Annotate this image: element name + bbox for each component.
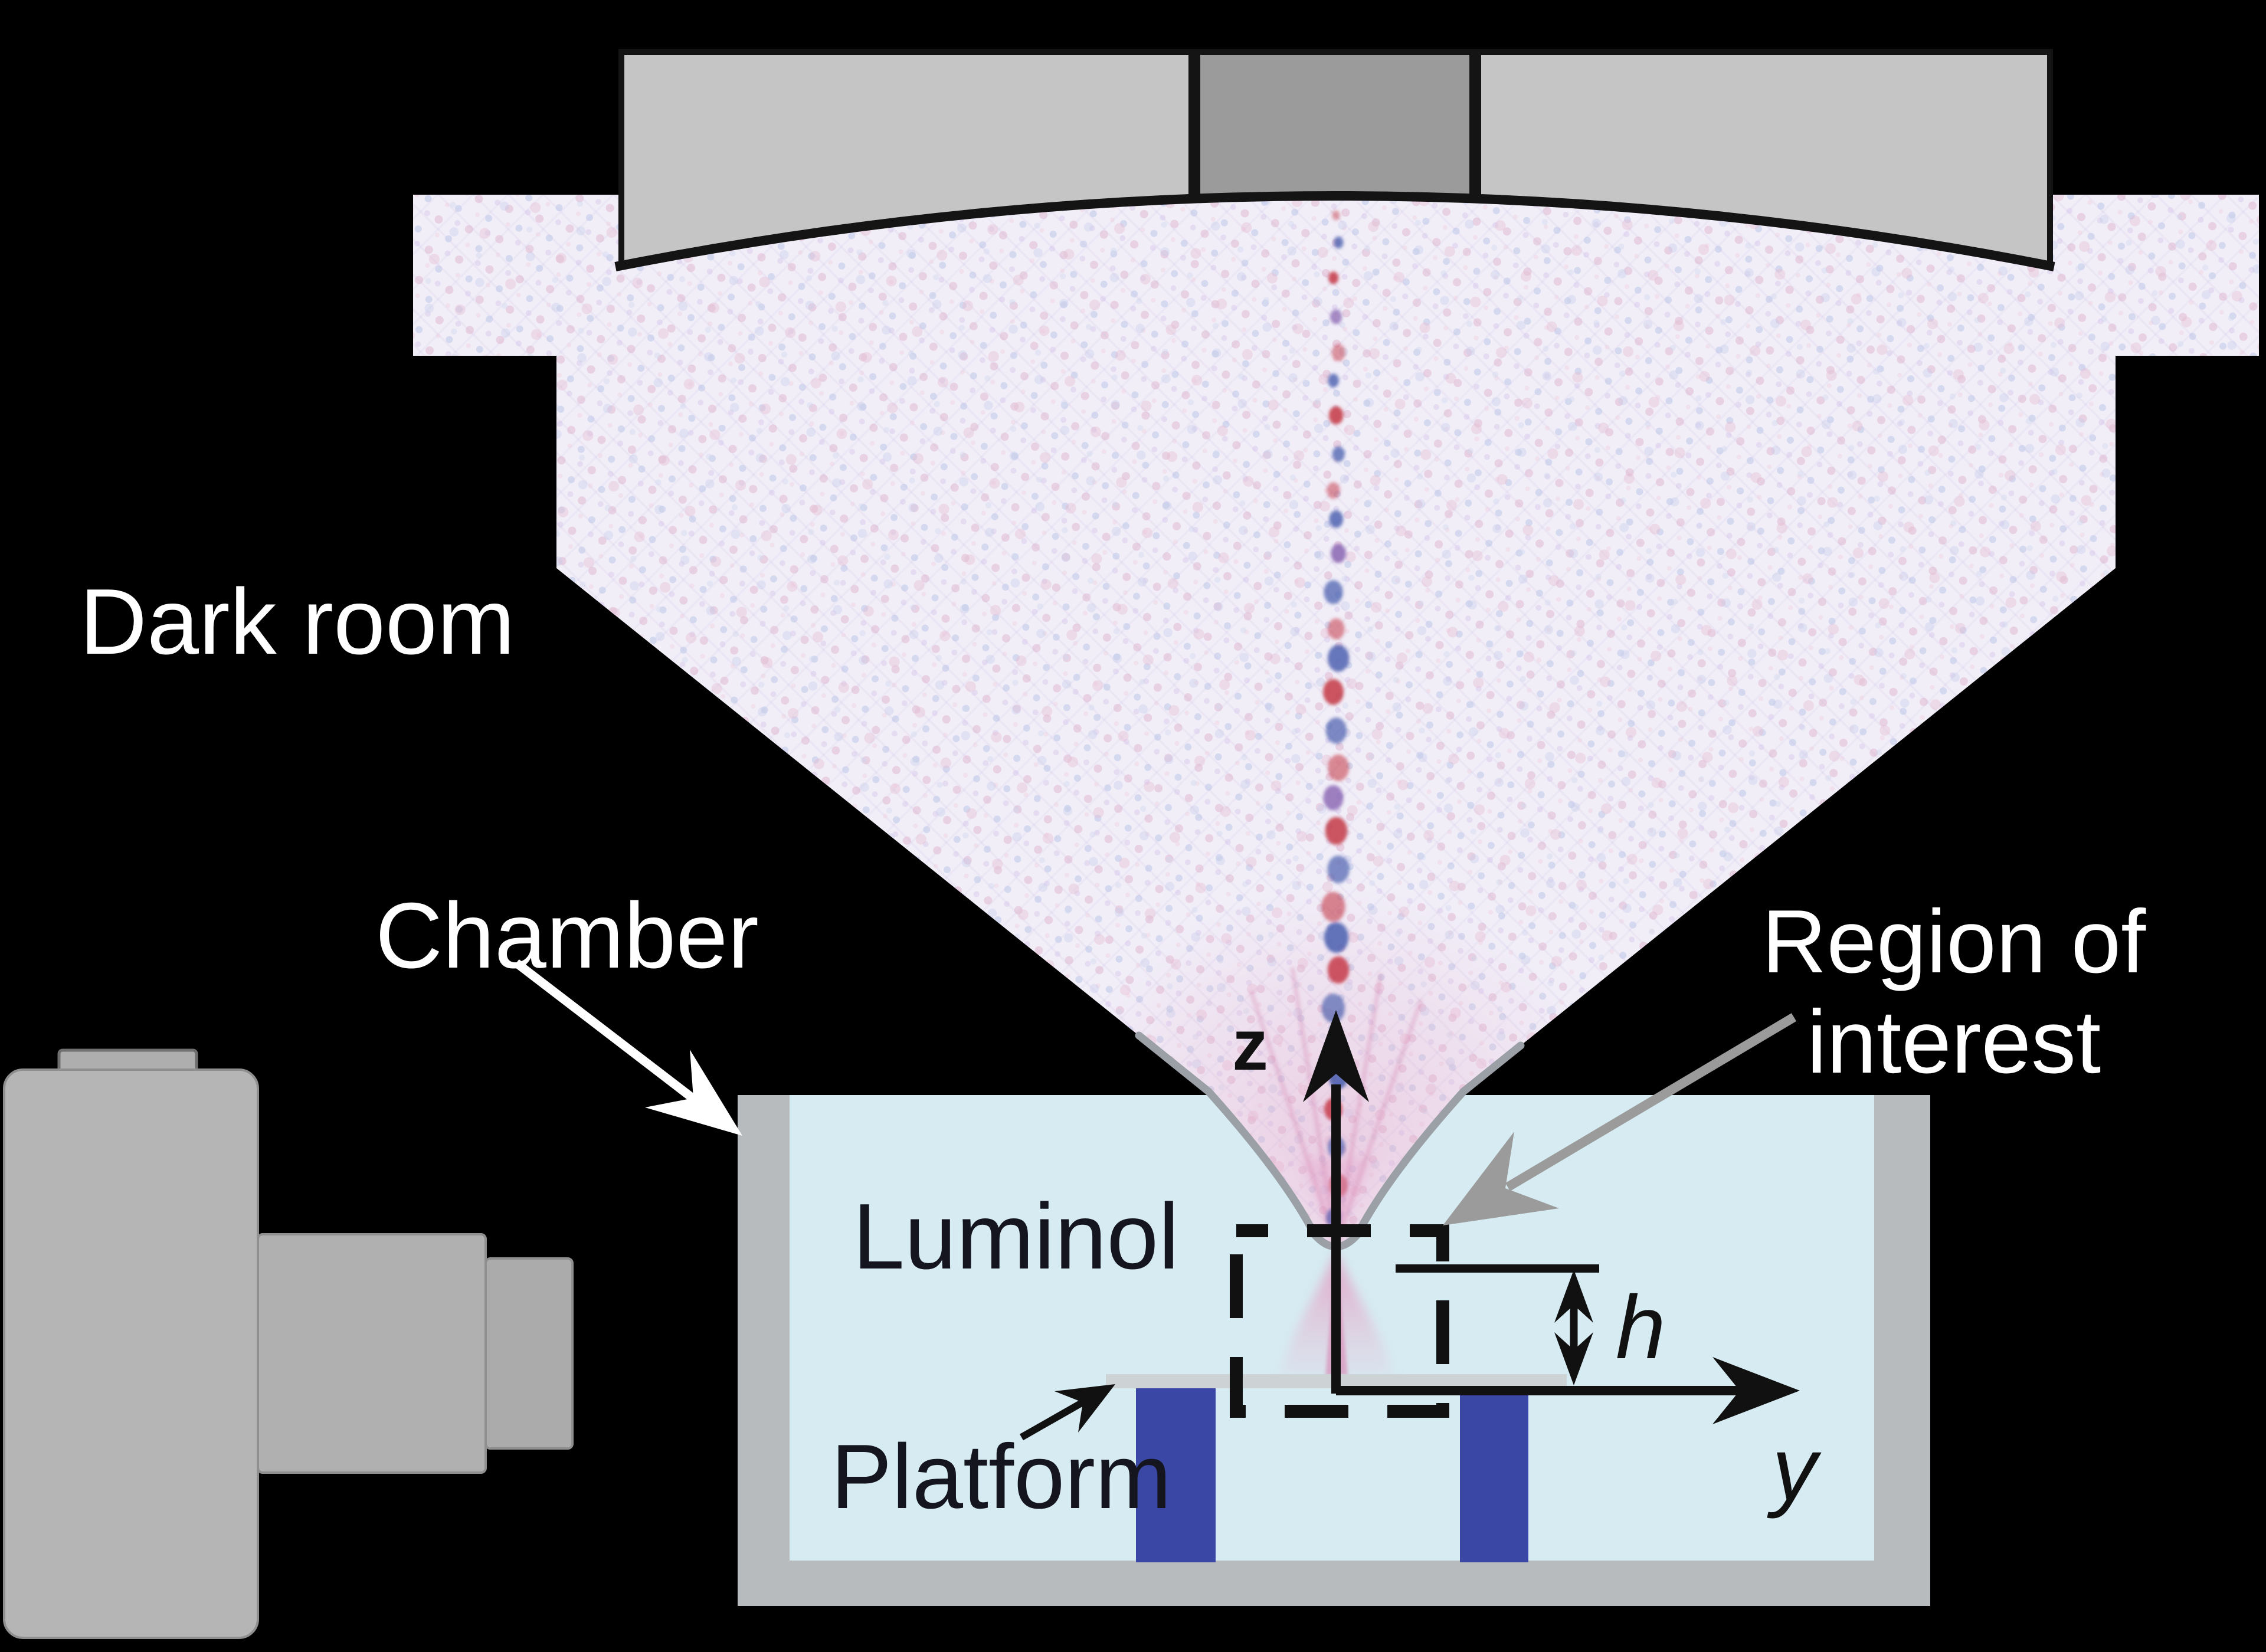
acoustic-lens-curve xyxy=(614,191,2055,271)
chamber-label: Chamber xyxy=(375,884,759,988)
camera-body xyxy=(3,1068,259,1639)
z-axis-label: z xyxy=(1232,1005,1268,1085)
chamber-wall-right xyxy=(1874,1095,1930,1564)
y-axis-arrowhead xyxy=(1712,1357,1800,1424)
chamber-floor xyxy=(738,1561,1930,1606)
platform-support-right xyxy=(1460,1388,1528,1562)
height-dimension-label: h xyxy=(1616,1277,1666,1378)
dark-room-label: Dark room xyxy=(80,570,515,674)
z-axis-arrowhead xyxy=(1303,1010,1369,1102)
camera-lens-barrel xyxy=(257,1233,487,1474)
platform-pointer-arrow xyxy=(1020,1384,1115,1441)
y-axis xyxy=(1336,1357,1800,1424)
region-of-interest-label-line2: interest xyxy=(1807,992,2101,1092)
roi-pointer-arrow xyxy=(1443,1013,1797,1225)
luminol-label: Luminol xyxy=(853,1185,1179,1289)
y-axis-label: y xyxy=(1767,1419,1822,1519)
platform-arrowhead xyxy=(1055,1384,1115,1433)
chamber-arrowhead xyxy=(645,1050,742,1136)
dimension-arrowhead-down xyxy=(1554,1332,1593,1385)
height-dimension xyxy=(1396,1264,1599,1385)
platform-arrow-shaft xyxy=(1020,1395,1091,1441)
camera xyxy=(3,1048,574,1639)
platform-label: Platform xyxy=(831,1425,1171,1528)
roi-arrowhead xyxy=(1443,1132,1559,1225)
chamber-wall-left xyxy=(738,1095,790,1564)
region-of-interest-label-line1: Region of xyxy=(1762,891,2146,992)
camera-lens-front xyxy=(484,1257,574,1450)
z-axis xyxy=(1303,1010,1369,1394)
dimension-arrowhead-up xyxy=(1554,1270,1593,1323)
platform-support-left xyxy=(1136,1388,1216,1562)
roi-arrow-shaft xyxy=(1505,1013,1797,1191)
chamber-arrow-shaft xyxy=(513,959,699,1104)
chamber-pointer-arrow xyxy=(513,959,742,1136)
chamber-assembly xyxy=(738,1095,1930,1606)
